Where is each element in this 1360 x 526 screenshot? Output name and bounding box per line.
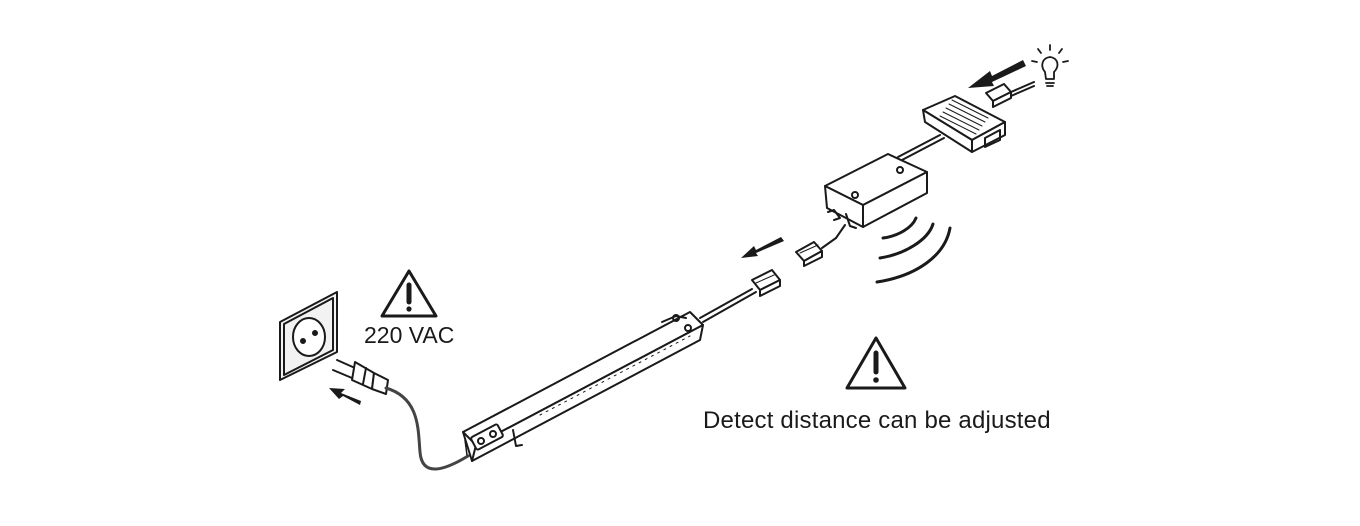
sensor-wire [821, 237, 837, 249]
distribution-block [922, 95, 1006, 153]
wall-socket-icon [279, 291, 338, 381]
arrow-icon [741, 237, 784, 258]
power-cable [384, 386, 470, 471]
led-driver [462, 311, 704, 462]
light-bulb-icon [1031, 44, 1069, 87]
distributor-wire [897, 134, 941, 158]
power-plug [332, 359, 389, 395]
sensor-wire [835, 224, 846, 239]
arrow-icon [329, 388, 361, 405]
motion-sensor [824, 153, 928, 229]
sensor-wave-icon [875, 216, 952, 284]
warning-triangle-icon [380, 269, 438, 318]
voltage-label: 220 VAC [364, 322, 455, 348]
distributor-wire [901, 137, 945, 161]
output-wire [699, 288, 753, 319]
detect-distance-note: Detect distance can be adjusted [703, 407, 1051, 434]
light-connector [985, 81, 1035, 108]
output-wire [702, 291, 757, 323]
arrow-icon [968, 60, 1026, 88]
connector-male [751, 269, 781, 297]
warning-triangle-icon [845, 336, 907, 390]
connector-female [795, 241, 823, 267]
